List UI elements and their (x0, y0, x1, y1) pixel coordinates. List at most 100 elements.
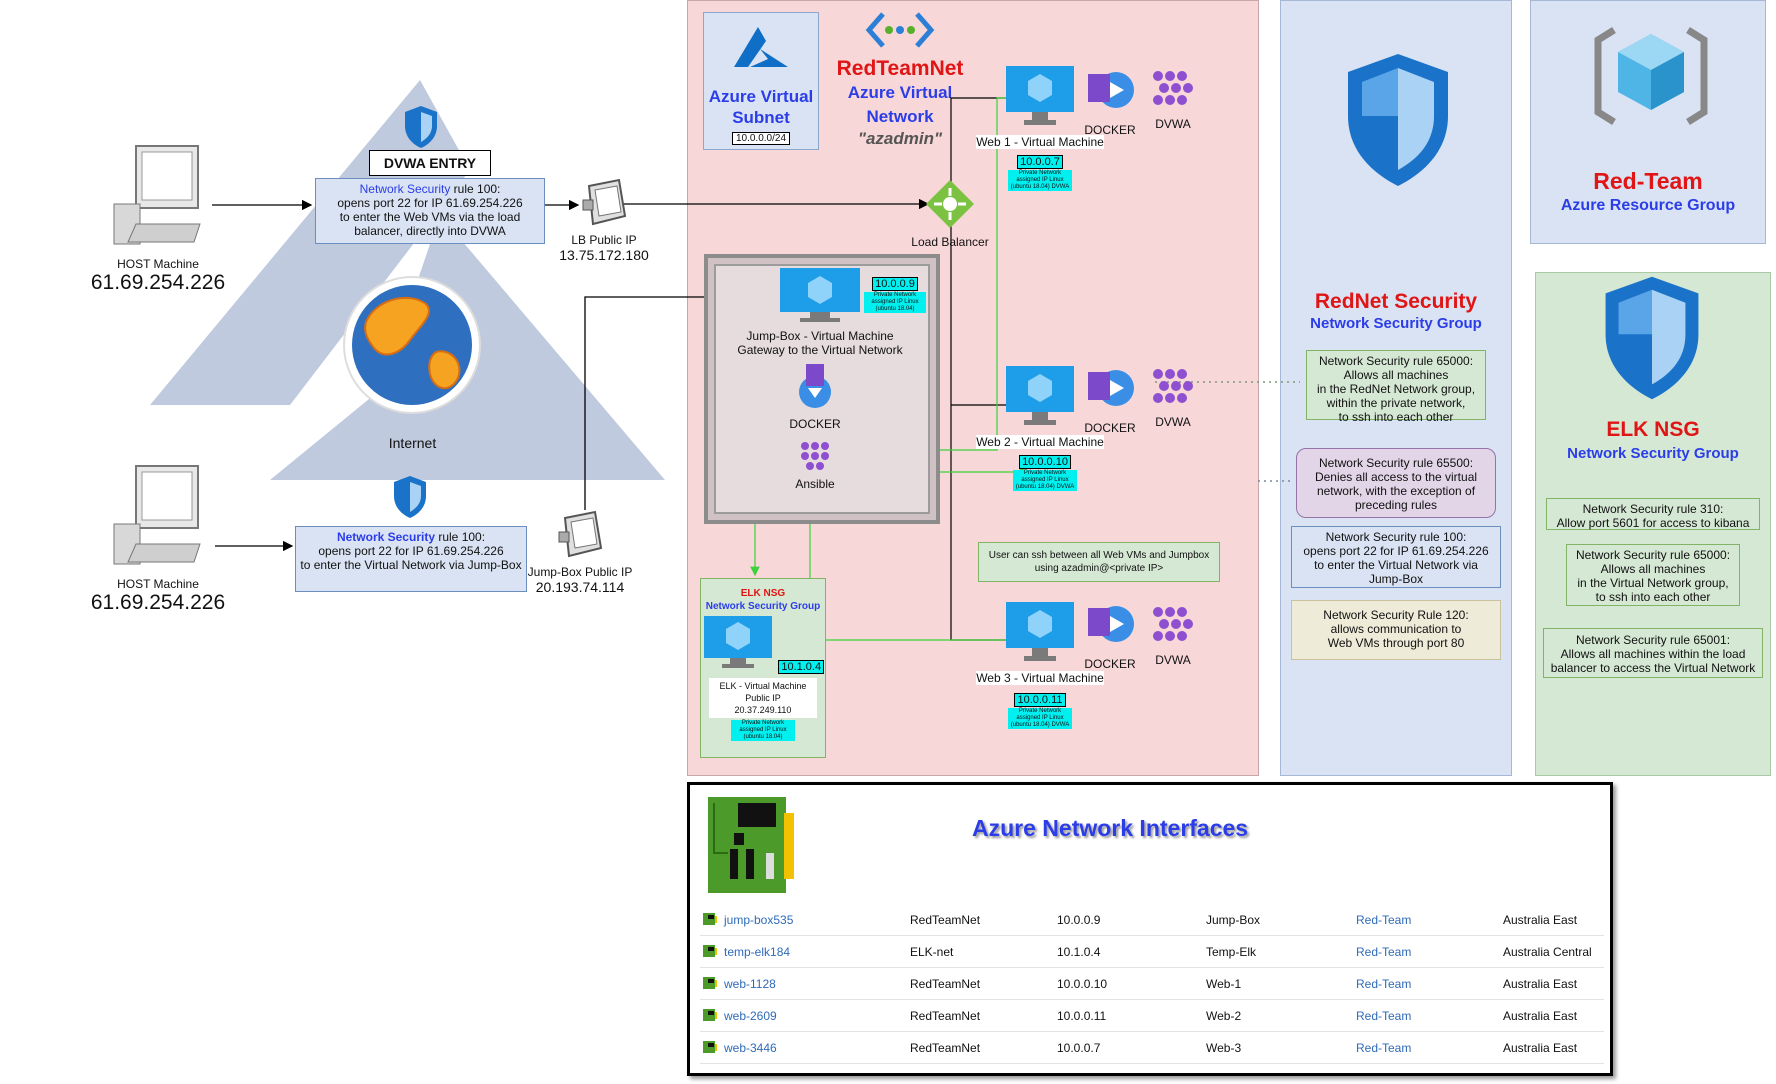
docker-icon (1088, 606, 1134, 642)
elk-rule-310: Network Security rule 310: Allow port 56… (1546, 498, 1760, 530)
web2-docker-label: DOCKER (1084, 421, 1136, 435)
elk-rule-65000: Network Security rule 65000: Allows all … (1566, 544, 1740, 606)
web3-dvwa: DVWA (1146, 604, 1200, 667)
virtual-machine-icon (703, 616, 772, 668)
elk-box-subtitle: Network Security Group (705, 601, 821, 612)
network-interfaces-panel: Azure Network Interfaces (687, 782, 1613, 1076)
computer-icon (113, 145, 201, 245)
web2-dvwa: DVWA (1146, 366, 1200, 429)
lb-public-ip-value: 13.75.172.180 (559, 247, 649, 263)
nic-cell-vm: Jump-Box (1206, 913, 1261, 927)
elk-box: ELK NSG Network Security Group 10.1.0.4 … (700, 578, 826, 758)
nic-cell-rg[interactable]: Red-Team (1356, 1041, 1412, 1055)
jumpbox-docker-label: DOCKER (789, 417, 841, 431)
nic-cell-name[interactable]: web-1128 (724, 977, 776, 991)
host-label: HOST Machine (117, 257, 199, 271)
web1-dvwa-label: DVWA (1155, 117, 1191, 131)
docker-icon (799, 364, 831, 408)
web3-title: Web 3 - Virtual Machine (976, 671, 1104, 685)
shield-icon (405, 106, 437, 148)
web2-note: Private Network assigned IP Linux (ubunt… (1013, 470, 1077, 491)
elk-rule-65001: Network Security rule 65001: Allows all … (1543, 628, 1763, 678)
ssh-note: User can ssh between all Web VMs and Jum… (978, 542, 1220, 582)
dvwa-icon (1153, 607, 1193, 641)
dvwa-icon (1153, 71, 1193, 105)
azure-logo-icon (734, 27, 788, 67)
nic-cell-vm: Temp-Elk (1206, 945, 1257, 959)
nic-cell-region: Australia East (1503, 1009, 1578, 1023)
rednet-rule-120: Network Security Rule 120: allows commun… (1291, 600, 1501, 660)
subnet-cidr: 10.0.0.0/24 (731, 132, 791, 145)
nic-cell-rg[interactable]: Red-Team (1356, 913, 1412, 927)
jumpbox-ip: 10.0.0.9 (872, 277, 918, 291)
nic-cell-name[interactable]: web-3446 (724, 1041, 777, 1055)
rule-prefix: Network Security (359, 182, 451, 196)
vnet-label: RedTeamNet Azure Virtual Network "azadmi… (820, 8, 980, 149)
network-adapter-icon (558, 510, 603, 558)
nic-cell-vm: Web-1 (1206, 977, 1242, 991)
nic-cell-rg[interactable]: Red-Team (1356, 1009, 1412, 1023)
network-interface-icon (702, 975, 718, 994)
nic-cell-rg[interactable]: Red-Team (1356, 977, 1412, 991)
nic-cell-vnet: RedTeamNet (910, 1041, 981, 1055)
elk-box-ip: 10.1.0.4 (778, 660, 825, 674)
nic-cell-name[interactable]: jump-box535 (724, 913, 794, 927)
nic-cell-vnet: RedTeamNet (910, 913, 981, 927)
rednet-title: RedNet Security (1314, 290, 1478, 313)
jump-public-label: Jump-Box Public IP (527, 565, 633, 579)
nic-cell-ip: 10.0.0.11 (1057, 1009, 1107, 1023)
ansible-icon (801, 442, 829, 470)
nic-cell-ip: 10.0.0.7 (1057, 1041, 1101, 1055)
lb-public-ip: LB Public IP 13.75.172.180 (548, 176, 660, 263)
nic-cell-region: Australia East (1503, 913, 1578, 927)
rednet-rule-100: Network Security rule 100: opens port 22… (1291, 526, 1501, 588)
virtual-machine-icon (1006, 66, 1074, 125)
shield-icon (394, 476, 426, 518)
web3-docker: DOCKER (1080, 600, 1140, 671)
nic-cell-rg[interactable]: Red-Team (1356, 945, 1412, 959)
nic-cell-name[interactable]: temp-elk184 (724, 945, 791, 959)
shield-icon (1348, 54, 1448, 186)
internet-label: Internet (388, 435, 437, 451)
ansible-label: Ansible (795, 477, 835, 491)
virtual-machine-icon (780, 268, 860, 322)
red-team-subtitle: Azure Resource Group (1560, 197, 1736, 214)
ansible: Ansible (780, 440, 850, 491)
jumpbox-vm: Jump-Box - Virtual Machine Gateway to th… (720, 266, 920, 357)
web2-title: Web 2 - Virtual Machine (976, 435, 1104, 449)
web1-vm: Web 1 - Virtual Machine 10.0.0.7 Private… (975, 64, 1105, 193)
globe-icon (343, 276, 481, 414)
nic-cell-vm: Web-3 (1206, 1041, 1242, 1055)
host-machine-top: HOST Machine 61.69.254.226 (88, 142, 228, 295)
jumpbox-docker: DOCKER (770, 362, 860, 431)
subnet-box: Azure Virtual Subnet 10.0.0.0/24 (703, 12, 819, 150)
rule-text: rule 100: opens port 22 for IP 61.69.254… (300, 530, 522, 572)
resource-group-icon (1594, 27, 1708, 125)
jump-public-ip: Jump-Box Public IP 20.193.74.114 (522, 508, 638, 595)
host-machine-bottom: HOST Machine 61.69.254.226 (88, 462, 228, 615)
rule-prefix: Network Security (336, 530, 435, 544)
nic-cell-region: Australia Central (1503, 945, 1592, 959)
subnet-title: Azure Virtual Subnet (708, 87, 814, 127)
nic-cell-ip: 10.0.0.10 (1057, 977, 1108, 991)
nic-cell-name[interactable]: web-2609 (724, 1009, 777, 1023)
docker-icon (1088, 72, 1134, 108)
jumpbox-note: Private Network assigned IP Linux (ubunt… (864, 292, 926, 313)
network-interface-icon (702, 1007, 718, 1026)
elk-nsg-title: ELK NSG (1606, 418, 1700, 441)
web1-docker: DOCKER (1080, 66, 1140, 137)
vnet-type: Azure Virtual Network (847, 83, 953, 126)
rednet-subtitle: Network Security Group (1310, 315, 1482, 332)
web3-vm: Web 3 - Virtual Machine 10.0.0.11 Privat… (975, 600, 1105, 731)
vnet-name: RedTeamNet (836, 57, 964, 80)
dvwa-entry-title: DVWA ENTRY (369, 150, 491, 176)
web1-dvwa: DVWA (1146, 68, 1200, 131)
elk-box-public-ip: 20.37.249.110 (734, 705, 792, 715)
host-ip: 61.69.254.226 (90, 591, 226, 614)
web1-title: Web 1 - Virtual Machine (976, 135, 1104, 149)
